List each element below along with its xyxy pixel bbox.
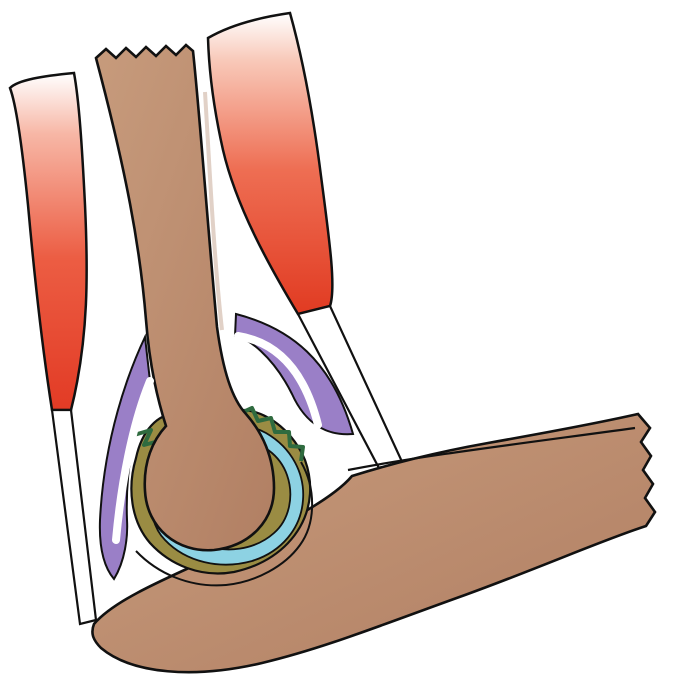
left-tendon	[52, 410, 96, 624]
left-muscle	[10, 73, 87, 410]
right-muscle	[208, 13, 332, 314]
